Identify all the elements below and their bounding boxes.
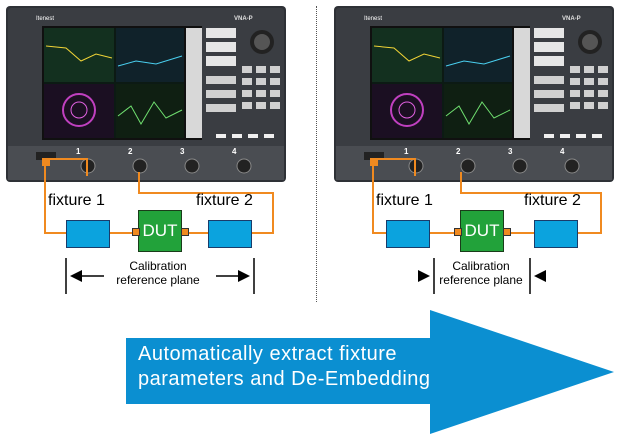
fixture-2-box	[534, 220, 578, 248]
banner-text: Automatically extract fixture parameters…	[138, 342, 431, 392]
cable-port1-horizontal	[44, 232, 66, 234]
port-1-label: 1	[404, 147, 409, 156]
fixture-1-label: fixture 1	[48, 192, 105, 209]
cable-fixture1-to-dut	[430, 232, 458, 234]
fixture-2-box	[208, 220, 252, 248]
cable-port1-drop	[414, 158, 416, 176]
cable-fixture2-right	[576, 232, 602, 234]
port-3-label: 3	[508, 147, 513, 156]
brand-logo: Itenest	[364, 16, 382, 22]
cable-port2	[138, 172, 140, 192]
port-2-label: 2	[456, 147, 461, 156]
calibration-label: Calibration reference plane	[103, 259, 213, 287]
cable-port1	[44, 158, 46, 234]
cable-dut-to-fixture2	[504, 232, 534, 234]
dut-connector-left	[454, 228, 462, 236]
vna-instrument: Itenest VNA-P 1	[6, 6, 286, 182]
calibration-line-1: Calibration	[129, 259, 187, 273]
cable-port1-link	[372, 158, 416, 160]
model-label: VNA-P	[234, 16, 253, 22]
calibration-line-2: reference plane	[439, 273, 523, 287]
port-4-label: 4	[560, 147, 565, 156]
cable-port2-top	[460, 192, 602, 194]
right-panel: Itenest VNA-P 1 2 3	[328, 0, 628, 300]
dut-box: DUT	[138, 210, 182, 252]
cable-port2-right	[272, 192, 274, 234]
banner-line-2: parameters and De-Embedding	[138, 368, 431, 390]
vna-instrument: Itenest VNA-P 1 2 3	[334, 6, 614, 182]
port-2-label: 2	[128, 147, 133, 156]
cable-port1-link	[44, 158, 88, 160]
cable-port1-drop	[86, 158, 88, 176]
cable-port2-top	[138, 192, 274, 194]
dut-connector-right	[181, 228, 189, 236]
brand-logo: Itenest	[36, 16, 54, 22]
reference-plane-markers	[65, 258, 255, 294]
calibration-line-1: Calibration	[452, 259, 510, 273]
port-3-label: 3	[180, 147, 185, 156]
dut-connector-right	[503, 228, 511, 236]
left-panel: Itenest VNA-P 1	[0, 0, 300, 300]
port-4-label: 4	[232, 147, 237, 156]
cable-dut-to-fixture2	[182, 232, 208, 234]
banner-line-1: Automatically extract fixture	[138, 343, 398, 365]
cable-fixture2-right	[250, 232, 274, 234]
reference-plane-markers	[418, 258, 546, 294]
cable-port2-right	[600, 192, 602, 234]
dut-box: DUT	[460, 210, 504, 252]
cable-port1	[372, 158, 374, 234]
fixture-1-box	[66, 220, 110, 248]
fixture-1-label: fixture 1	[376, 192, 433, 209]
dut-connector-left	[132, 228, 140, 236]
calibration-label: Calibration reference plane	[426, 259, 536, 287]
panel-divider	[316, 6, 317, 302]
calibration-line-2: reference plane	[116, 273, 200, 287]
fixture-2-label: fixture 2	[524, 192, 581, 209]
fixture-2-label: fixture 2	[196, 192, 253, 209]
fixture-1-box	[386, 220, 430, 248]
cable-port2	[460, 172, 462, 192]
cable-fixture1-to-dut	[108, 232, 136, 234]
cable-port1-horizontal	[372, 232, 386, 234]
model-label: VNA-P	[562, 16, 581, 22]
port-1-label: 1	[76, 147, 81, 156]
